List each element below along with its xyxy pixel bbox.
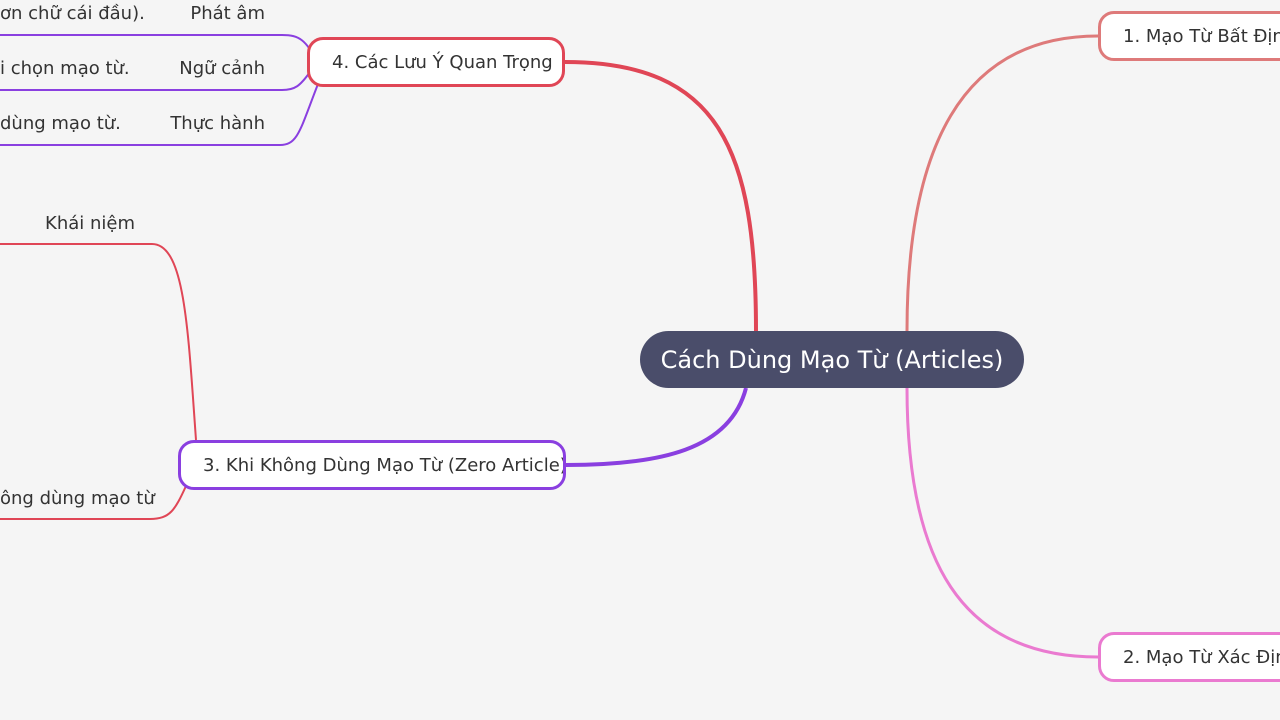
branch-2-definite-article[interactable]: 2. Mạo Từ Xác Định bbox=[1098, 632, 1280, 682]
central-topic[interactable]: Cách Dùng Mạo Từ (Articles) bbox=[640, 331, 1024, 388]
leaf-khai-niem[interactable]: Khái niệm bbox=[45, 213, 135, 234]
leaf-khong-dung-mao-tu[interactable]: ông dùng mạo từ bbox=[0, 488, 155, 509]
leaf-phat-am[interactable]: Phát âm bbox=[190, 3, 265, 24]
leaf-detail-ngu-canh[interactable]: i chọn mạo từ. bbox=[0, 58, 130, 79]
branch-3-zero-article[interactable]: 3. Khi Không Dùng Mạo Từ (Zero Article) bbox=[178, 440, 566, 490]
leaf-thuc-hanh[interactable]: Thực hành bbox=[170, 113, 265, 134]
leaf-detail-phat-am[interactable]: ơn chữ cái đầu). bbox=[0, 3, 145, 24]
connector-b3-to-leaf-khai-niem bbox=[0, 243, 197, 441]
branch-4-important-notes[interactable]: 4. Các Lưu Ý Quan Trọng bbox=[307, 37, 565, 87]
connector-b4-to-leaf-thuc-hanh bbox=[0, 83, 319, 146]
leaf-ngu-canh[interactable]: Ngữ cảnh bbox=[179, 58, 265, 79]
connector-central-to-b1 bbox=[905, 34, 1099, 332]
branch-1-indefinite-article[interactable]: 1. Mạo Từ Bất Định bbox=[1098, 11, 1280, 61]
connector-central-to-b2 bbox=[905, 387, 1099, 659]
connector-central-to-b3 bbox=[565, 387, 748, 467]
connector-central-to-b4 bbox=[564, 60, 758, 332]
leaf-detail-thuc-hanh[interactable]: dùng mạo từ. bbox=[0, 113, 121, 134]
connector-b3-to-leaf-khong-dung bbox=[0, 485, 187, 520]
